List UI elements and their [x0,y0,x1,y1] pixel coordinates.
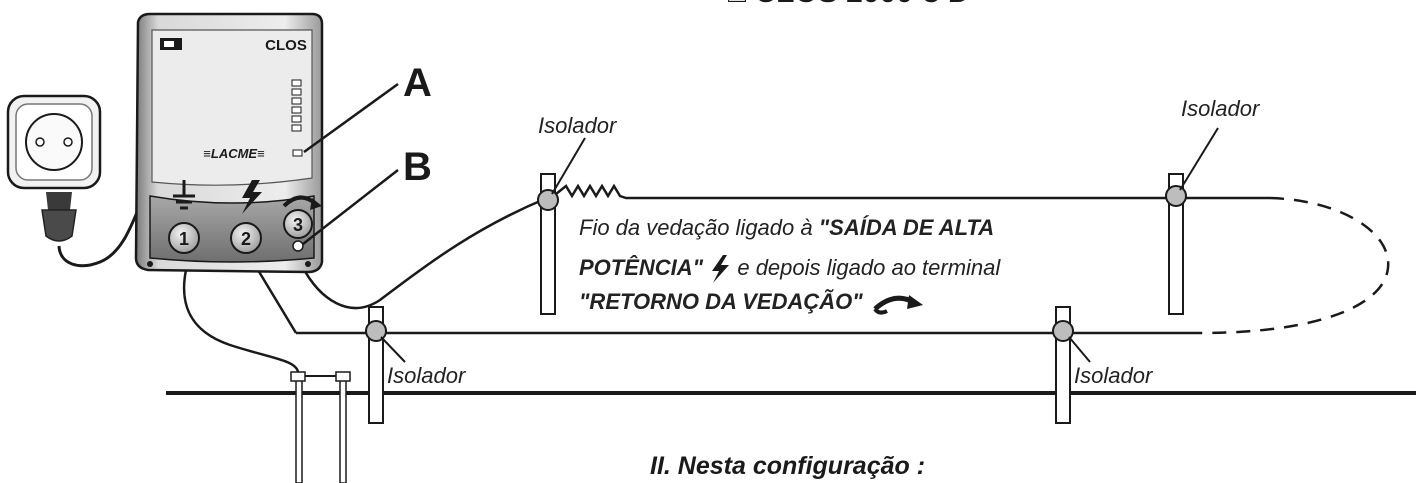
annotation-return-arrow-icon [873,295,923,315]
energizer-device: CLOS ≡LACME≡ [134,12,324,274]
annotation-line-1: Fio da vedação ligado à "SAÍDA DE ALTA [579,212,994,243]
insulators [365,185,1187,342]
return-arrow-icon [282,195,322,210]
insulator-label-top-left: Isolador [538,113,618,138]
terminal-3-label: 3 [293,215,303,235]
section-title: II. Nesta configuração : [650,452,925,480]
insulator-bottom-left-icon [365,320,387,342]
device-logo-text: ≡LACME≡ [203,146,264,161]
insulator-top-right-icon [1165,185,1187,207]
annotation-line2-suffix: e depois ligado ao terminal [731,255,1001,280]
indicator-b-icon [292,240,304,252]
fence-post-4 [1168,173,1184,315]
insulator-leaders [380,127,1219,363]
dashed-loop-wire [1199,196,1390,335]
annotation-line3-bold: "RETORNO DA VEDAÇÃO" [579,289,863,314]
annotation-lightning-icon [712,255,730,284]
terminal2-wire [300,196,548,310]
annotation-line-3: "RETORNO DA VEDAÇÃO" [579,286,927,317]
wall-socket [6,94,102,190]
insulator-label-bottom-right: Isolador [1074,363,1154,388]
fence-posts [368,173,1184,424]
led-indicators-icon [291,79,302,132]
lightning-bolt-icon [242,180,262,214]
terminal-2-label: 2 [241,229,251,249]
upper-fence-wire [555,183,1270,200]
ground-wire [182,269,300,373]
header-model-text: □ CLOS 2000-3 D [728,0,970,9]
power-plug [41,192,142,268]
annotation-line1-bold: "SAÍDA DE ALTA [818,215,995,240]
insulator-label-top-right: Isolador [1181,96,1261,121]
callout-label-a: A [403,61,432,105]
insulator-label-bottom-left: Isolador [387,363,467,388]
terminal3-wire [256,269,298,334]
annotation-line2-bold: POTÊNCIA" [579,255,704,280]
fence-wires [182,183,1390,373]
device-brand-text: CLOS [265,37,307,54]
insulator-top-left-icon [537,189,559,211]
terminal-1-label: 1 [179,229,189,249]
callout-leaders [302,82,399,245]
ground-symbol-icon [173,180,195,210]
earth-stakes [290,371,351,483]
callout-label-b: B [403,145,432,189]
terminal-knobs [168,209,313,254]
annotation-line1-prefix: Fio da vedação ligado à [579,215,819,240]
annotation-line-2: POTÊNCIA" e depois ligado ao terminal [579,252,1000,284]
indicator-a-icon [292,149,303,157]
insulator-bottom-right-icon [1052,320,1074,342]
